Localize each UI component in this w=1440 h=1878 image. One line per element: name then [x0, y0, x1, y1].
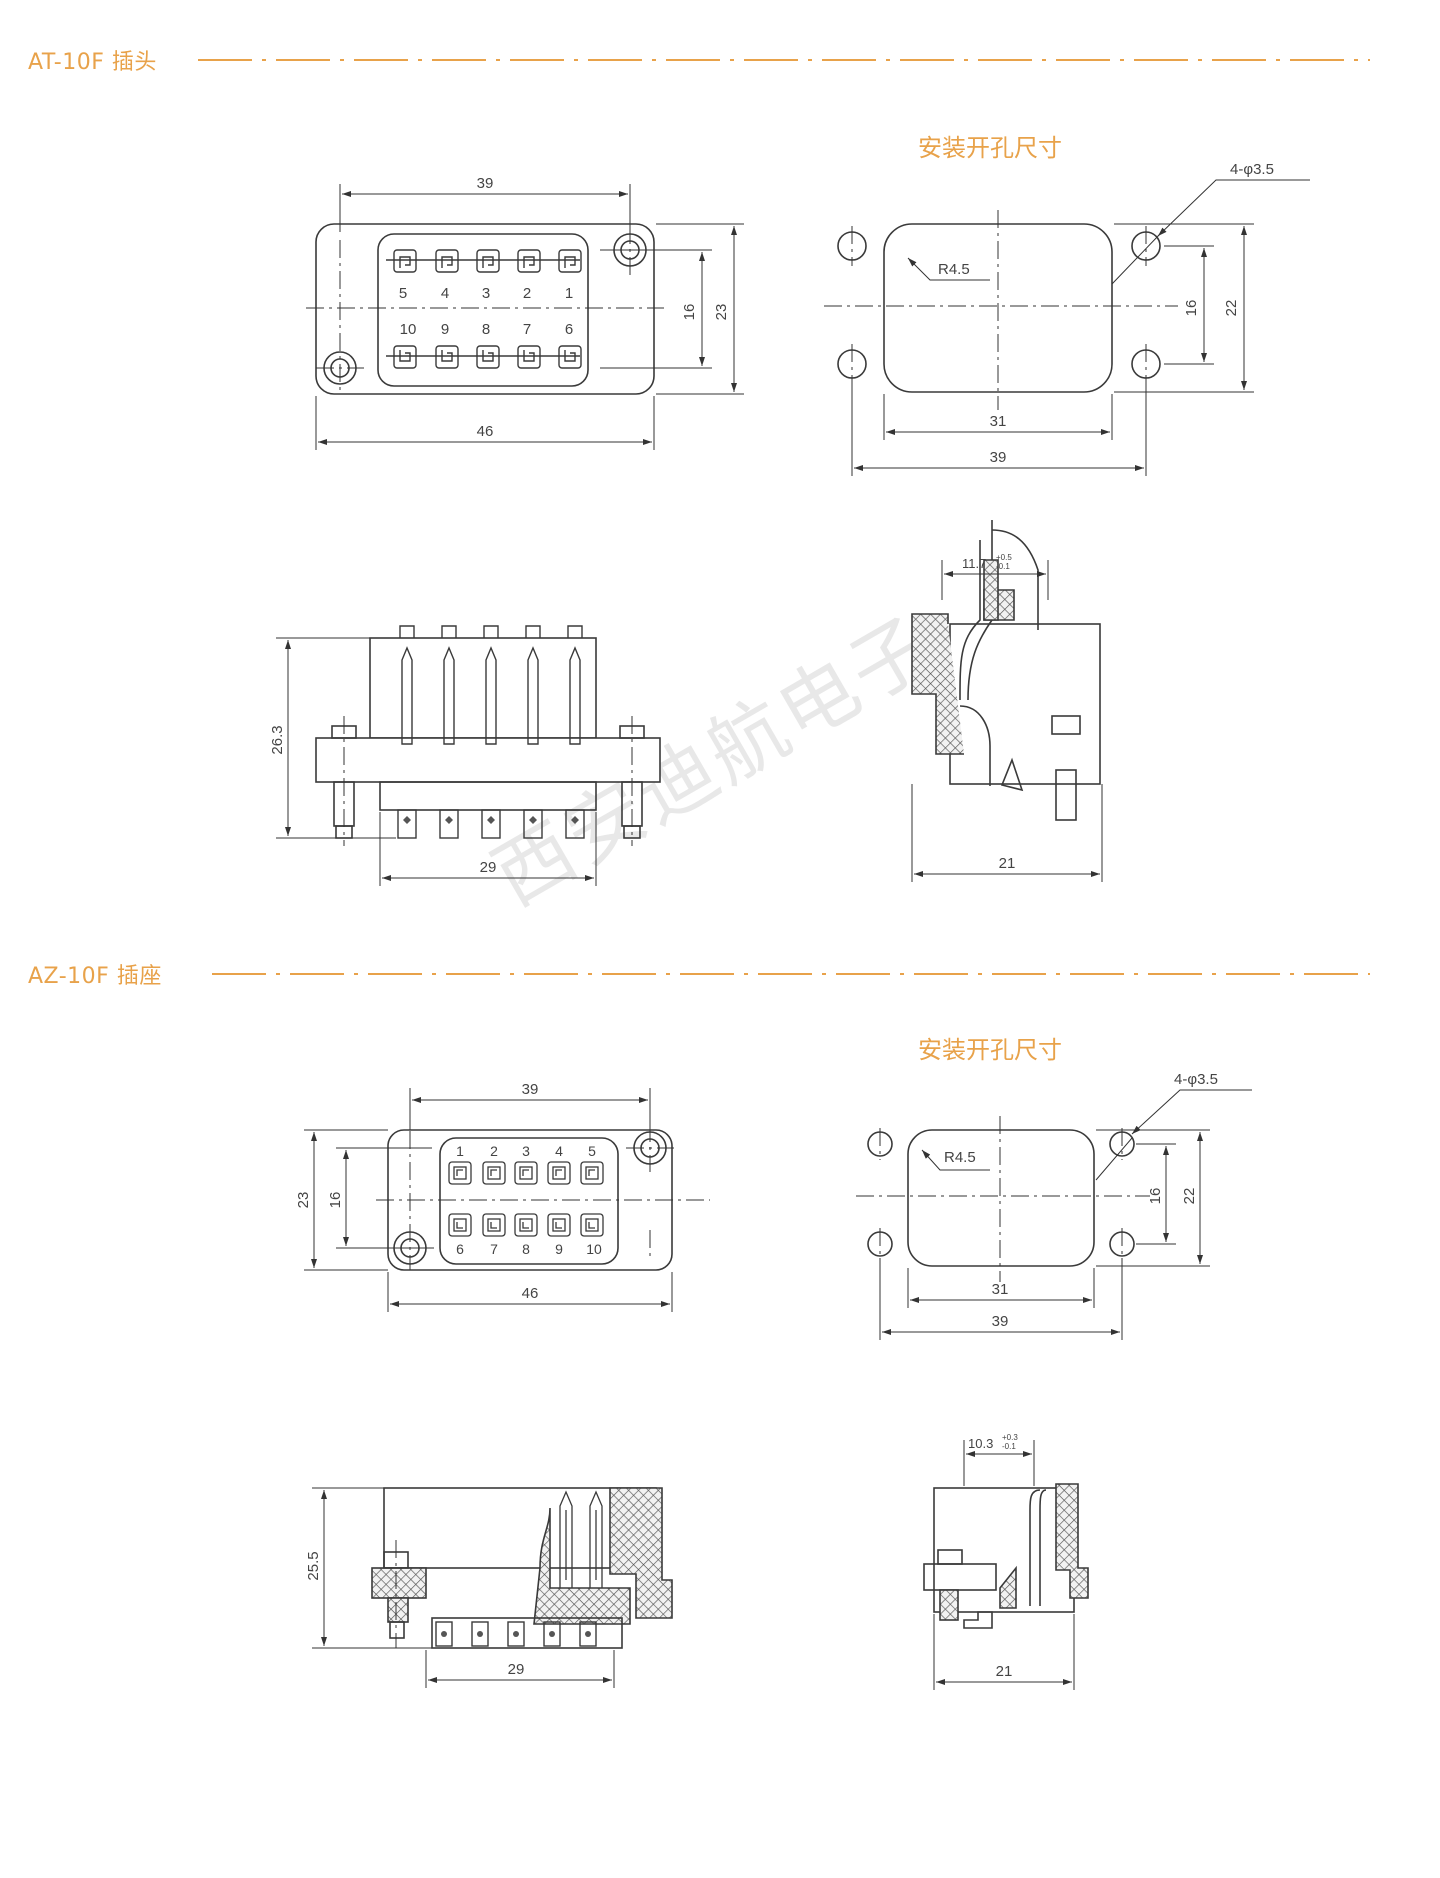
- pin-label: 3: [522, 1143, 530, 1159]
- pin-label: 5: [588, 1143, 596, 1159]
- section-title-socket: AZ-10F 插座: [28, 964, 162, 989]
- socket-profile-view: [923, 1440, 1089, 1690]
- plug-profile-tol-lower: -0.1: [996, 562, 1010, 571]
- socket-side-dim-width: 29: [508, 1661, 525, 1678]
- socket-cutout-labels: 4-φ3.5 R4.5 31 39 16 22: [944, 1071, 1218, 1330]
- plug-profile-tol-upper: +0.5: [996, 553, 1012, 562]
- socket-dim-46: 46: [522, 1285, 539, 1302]
- socket-side-dim-height: 25.5: [305, 1551, 322, 1580]
- plug-side-view: [276, 625, 661, 886]
- plug-cutout-dim-22: 22: [1223, 300, 1240, 317]
- pin-label: 4: [555, 1143, 563, 1159]
- socket-front-labels: 39 46 23 16 1 2 3 4 5 6 7 8 9 10: [295, 1081, 602, 1302]
- socket-cutout-dim-22: 22: [1181, 1188, 1198, 1205]
- plug-profile-labels: 11.7 +0.5 -0.1 21: [962, 553, 1015, 872]
- plug-holes-label: 4-φ3.5: [1230, 161, 1274, 178]
- pin-label: 6: [456, 1241, 464, 1257]
- pin-label: 2: [490, 1143, 498, 1159]
- socket-front-view: [304, 1088, 710, 1312]
- socket-dim-16: 16: [327, 1192, 344, 1209]
- socket-dim-23: 23: [295, 1192, 312, 1209]
- plug-cutout-dim-16: 16: [1183, 300, 1200, 317]
- plug-profile-dim-top: 11.7: [962, 556, 986, 571]
- pin-label: 10: [586, 1241, 602, 1257]
- plug-cutout-dim-31: 31: [990, 413, 1007, 430]
- pin-label: 3: [482, 285, 490, 302]
- pin-label: 1: [565, 285, 573, 302]
- pin-label: 8: [482, 321, 490, 338]
- plug-dim-16: 16: [681, 304, 698, 321]
- plug-dim-39: 39: [477, 175, 494, 192]
- cutout-heading-socket: 安装开孔尺寸: [918, 1036, 1062, 1064]
- pin-label: 1: [456, 1143, 464, 1159]
- plug-cutout-dim-39: 39: [990, 449, 1007, 466]
- socket-profile-dim-width: 21: [996, 1663, 1013, 1680]
- cutout-heading-plug: 安装开孔尺寸: [918, 134, 1062, 162]
- plug-profile-dim-width: 21: [999, 855, 1016, 872]
- plug-profile-view: [911, 520, 1103, 882]
- plug-dim-23: 23: [713, 304, 730, 321]
- plug-cutout-view: [824, 179, 1310, 476]
- socket-holes-label: 4-φ3.5: [1174, 1071, 1218, 1088]
- section-title-plug: AT-10F 插头: [28, 50, 157, 75]
- socket-profile-dim-top: 10.3: [968, 1436, 993, 1451]
- pin-label: 2: [523, 285, 531, 302]
- pin-label: 9: [555, 1241, 563, 1257]
- pin-label: 10: [400, 321, 417, 338]
- socket-profile-labels: 10.3 +0.3 -0.1 21: [968, 1433, 1018, 1680]
- socket-radius-label: R4.5: [944, 1149, 976, 1166]
- plug-dim-46: 46: [477, 423, 494, 440]
- plug-side-labels: 26.3 29: [269, 725, 496, 876]
- socket-cutout-view: [856, 1089, 1252, 1340]
- plug-side-dim-height: 26.3: [269, 725, 286, 754]
- pin-label: 6: [565, 321, 573, 338]
- socket-dim-39: 39: [522, 1081, 539, 1098]
- plug-front-labels: 39 46 16 23 5 4 3 2 1 10 9 8 7 6: [399, 175, 730, 440]
- pin-label: 8: [522, 1241, 530, 1257]
- pin-label: 7: [490, 1241, 498, 1257]
- plug-cutout-labels: 4-φ3.5 R4.5 31 39 16 22: [938, 161, 1274, 466]
- pin-label: 5: [399, 285, 407, 302]
- plug-side-dim-width: 29: [480, 859, 497, 876]
- socket-side-view: [312, 1487, 673, 1688]
- socket-cutout-dim-16: 16: [1147, 1188, 1164, 1205]
- socket-profile-tol-lower: -0.1: [1002, 1442, 1016, 1451]
- socket-cutout-dim-31: 31: [992, 1281, 1009, 1298]
- plug-front-view: [306, 184, 744, 450]
- pin-label: 4: [441, 285, 449, 302]
- socket-cutout-dim-39: 39: [992, 1313, 1009, 1330]
- plug-radius-label: R4.5: [938, 261, 970, 278]
- socket-side-labels: 25.5 29: [305, 1551, 524, 1678]
- pin-label: 7: [523, 321, 531, 338]
- socket-profile-tol-upper: +0.3: [1002, 1433, 1018, 1442]
- pin-label: 9: [441, 321, 449, 338]
